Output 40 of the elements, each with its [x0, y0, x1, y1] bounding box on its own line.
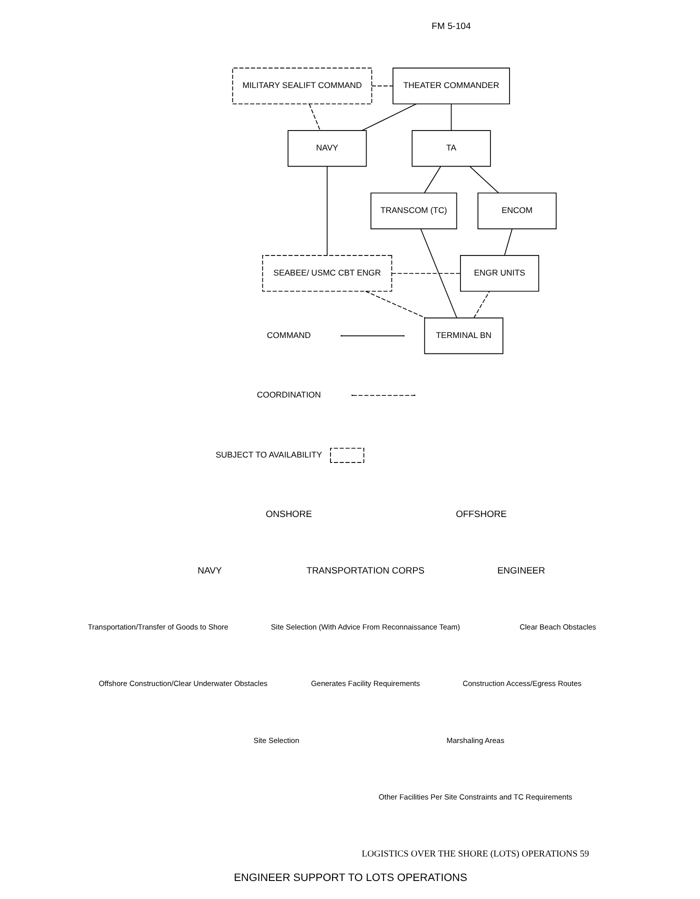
node-box: TA [411, 130, 490, 167]
label: Construction Access/Egress Routes [462, 679, 582, 688]
label: FM 5-104 [431, 20, 470, 31]
label: Clear Beach Obstacles [519, 622, 596, 632]
label: ENGINEER [496, 565, 545, 576]
connector [469, 166, 498, 194]
label: OFFSHORE [455, 508, 506, 519]
connector [361, 103, 416, 131]
connector [504, 228, 512, 256]
node-box: SEABEE/ USMC CBT ENGR [262, 255, 392, 292]
connector [390, 272, 460, 274]
legend-label: COMMAND [266, 330, 310, 340]
label: Site Selection [252, 736, 299, 745]
label: TRANSPORTATION CORPS [306, 565, 424, 576]
node-box: ENGR UNITS [460, 255, 539, 292]
label: Other Facilities Per Site Constraints and TC Requirements [378, 792, 572, 802]
node-box: TERMINAL BN [424, 318, 503, 354]
label: Site Selection (With Advice From Reconnaissance Team) [270, 622, 460, 632]
caption: ENGINEER SUPPORT TO LOTS OPERATIONS [233, 872, 467, 884]
node-box: TRANSCOM (TC) [370, 192, 457, 230]
label: ONSHORE [265, 508, 312, 519]
connector [420, 228, 457, 318]
legend-label: SUBJECT TO AVAILABILITY [215, 449, 322, 460]
connector [423, 166, 441, 194]
label: Offshore Construction/Clear Underwater Obstacles [98, 679, 267, 688]
connector [450, 104, 452, 131]
label: Marshaling Areas [446, 736, 504, 745]
legend-label: COORDINATION [256, 389, 320, 400]
node-box: THEATER COMMANDER [392, 68, 510, 104]
connector [472, 291, 490, 318]
connector [364, 290, 426, 318]
label: Transportation/Transfer of Goods to Shore [87, 622, 228, 632]
node-box: MILITARY SEALIFT COMMAND [232, 68, 372, 104]
node-box: NAVY [287, 130, 366, 167]
label: Generates Facility Requirements [310, 679, 420, 688]
node-box: ENCOM [477, 192, 556, 230]
label: LOGISTICS OVER THE SHORE (LOTS) OPERATIONS 59 [361, 848, 589, 859]
connector [326, 166, 328, 256]
connector [308, 104, 320, 131]
label: NAVY [197, 565, 222, 576]
